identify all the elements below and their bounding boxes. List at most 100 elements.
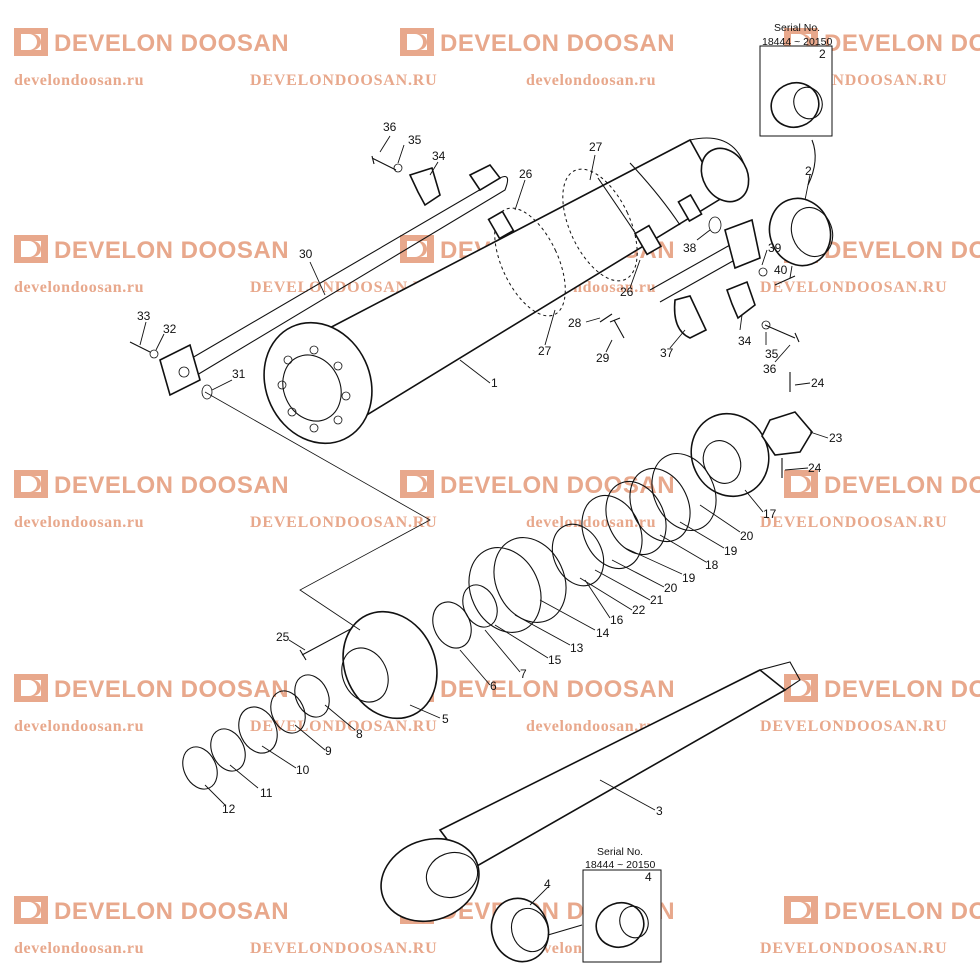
watermark-url: develondoosan.ru bbox=[14, 279, 144, 296]
serial-range: 18444 ~ 20150 bbox=[585, 859, 656, 871]
callout-13: 13 bbox=[570, 641, 584, 655]
callout-32: 32 bbox=[163, 322, 177, 336]
callout-34: 34 bbox=[432, 149, 446, 163]
callout-9: 9 bbox=[325, 744, 332, 758]
callout-29: 29 bbox=[596, 351, 610, 365]
watermark-logo-mark bbox=[14, 896, 48, 924]
bolt-40 bbox=[774, 275, 796, 286]
watermark-url: develondoosan.ru bbox=[526, 718, 656, 735]
callout-16: 16 bbox=[610, 613, 624, 627]
callout-8: 8 bbox=[356, 727, 363, 741]
watermark-logo-mark bbox=[14, 235, 48, 263]
watermark-url: DEVELONDOOSAN.RU bbox=[760, 514, 948, 531]
callout-6: 6 bbox=[490, 679, 497, 693]
bushing-2 bbox=[768, 197, 834, 267]
callout-10: 10 bbox=[296, 763, 310, 777]
callout-17: 17 bbox=[763, 507, 777, 521]
callout-14: 14 bbox=[596, 626, 610, 640]
callout-12: 12 bbox=[222, 802, 236, 816]
piston-rod bbox=[380, 661, 801, 923]
watermark-url: DEVELONDOOSAN.RU bbox=[250, 72, 438, 89]
watermark-logo-text: DEVELON DOOSAN bbox=[440, 30, 675, 57]
watermark-logo-mark bbox=[14, 470, 48, 498]
callout-39: 39 bbox=[768, 241, 782, 255]
watermark-logo-text: DEVELON DOOSAN bbox=[824, 676, 980, 703]
callout-37: 37 bbox=[660, 346, 674, 360]
watermark-layer: DEVELON DOOSAN DEVELON DOOSAN DEVELON DO… bbox=[14, 28, 980, 957]
watermark-logo-text: DEVELON DOOSAN bbox=[440, 676, 675, 703]
oring-31 bbox=[201, 384, 213, 400]
watermark-logo-mark bbox=[14, 674, 48, 702]
callout-11: 11 bbox=[260, 786, 273, 800]
rod-cover bbox=[182, 610, 438, 790]
clamp-34-upper bbox=[408, 166, 441, 207]
callout-20: 20 bbox=[740, 529, 754, 543]
callout-28: 28 bbox=[568, 316, 582, 330]
callout-31: 31 bbox=[232, 367, 246, 381]
watermark-logo-text: DEVELON DOOSAN bbox=[824, 237, 980, 264]
callout-30: 30 bbox=[299, 247, 313, 261]
callout-27: 27 bbox=[589, 140, 603, 154]
watermark-logo-text: DEVELON DOOSAN bbox=[824, 898, 980, 925]
watermark-url: develondoosan.ru bbox=[14, 514, 144, 531]
watermark-url: DEVELONDOOSAN.RU bbox=[250, 940, 438, 957]
watermark-logo-text: DEVELON DOOSAN bbox=[54, 30, 289, 57]
watermark-logo-mark bbox=[14, 28, 48, 56]
serial-box-part-4: Serial No. 18444 ~ 20150 bbox=[547, 846, 662, 963]
serial-box-part-2: Serial No. 18444 ~ 20150 bbox=[759, 22, 833, 186]
piston-stack bbox=[432, 411, 813, 649]
callout-27: 27 bbox=[538, 344, 552, 358]
watermark-logo-text: DEVELON DOOSAN bbox=[824, 30, 980, 57]
callout-35: 35 bbox=[408, 133, 422, 147]
pin-28 bbox=[599, 313, 613, 323]
callout-25: 25 bbox=[276, 630, 290, 644]
pipe-assembly bbox=[159, 163, 761, 397]
watermark-logo-mark bbox=[400, 235, 434, 263]
callout-4: 4 bbox=[544, 877, 551, 891]
watermark-logo-text: DEVELON DOOSAN bbox=[54, 898, 289, 925]
callout-21: 21 bbox=[650, 593, 664, 607]
watermark-url: DEVELONDOOSAN.RU bbox=[250, 514, 438, 531]
callout-38: 38 bbox=[683, 241, 697, 255]
washer-32 bbox=[149, 349, 159, 359]
watermark-logo-mark bbox=[400, 28, 434, 56]
watermark-url: DEVELONDOOSAN.RU bbox=[760, 940, 948, 957]
callout-33: 33 bbox=[137, 309, 151, 323]
watermark-logo-text: DEVELON DOOSAN bbox=[824, 472, 980, 499]
washer-35 bbox=[761, 320, 771, 330]
watermark-url: develondoosan.ru bbox=[526, 514, 656, 531]
nut-23 bbox=[761, 411, 813, 456]
assembly-guide-line bbox=[204, 391, 431, 631]
callout-19: 19 bbox=[724, 544, 738, 558]
oring-38 bbox=[708, 216, 722, 234]
callout-24: 24 bbox=[808, 461, 822, 475]
watermark-url: develondoosan.ru bbox=[14, 718, 144, 735]
callout-35: 35 bbox=[765, 347, 779, 361]
callout-22: 22 bbox=[632, 603, 646, 617]
callout-24: 24 bbox=[811, 376, 825, 390]
callout-layer: 1 2 2 3 4 4 5 6 7 8 9 10 11 12 13 14 15 … bbox=[137, 47, 843, 906]
watermark-logo-mark bbox=[784, 896, 818, 924]
watermark-logo-text: DEVELON DOOSAN bbox=[54, 237, 289, 264]
watermark-logo-text: DEVELON DOOSAN bbox=[440, 472, 675, 499]
watermark-url: DEVELONDOOSAN.RU bbox=[760, 279, 948, 296]
serial-title: Serial No. bbox=[597, 846, 643, 858]
callout-1: 1 bbox=[491, 376, 498, 390]
watermark-logo-text: DEVELON DOOSAN bbox=[54, 472, 289, 499]
callout-7: 7 bbox=[520, 667, 527, 681]
watermark-logo-mark bbox=[784, 470, 818, 498]
watermark-logo-mark bbox=[400, 470, 434, 498]
bolt-33 bbox=[129, 341, 151, 353]
bushing-4 bbox=[490, 897, 550, 963]
serial-range: 18444 ~ 20150 bbox=[762, 36, 833, 48]
cylinder-tube bbox=[263, 137, 750, 445]
watermark-url: develondoosan.ru bbox=[14, 940, 144, 957]
callout-4: 4 bbox=[645, 870, 652, 884]
callout-26: 26 bbox=[519, 167, 533, 181]
watermark-url: DEVELONDOOSAN.RU bbox=[250, 718, 438, 735]
callout-40: 40 bbox=[774, 263, 788, 277]
callout-18: 18 bbox=[705, 558, 719, 572]
watermark-logo-text: DEVELON DOOSAN bbox=[54, 676, 289, 703]
